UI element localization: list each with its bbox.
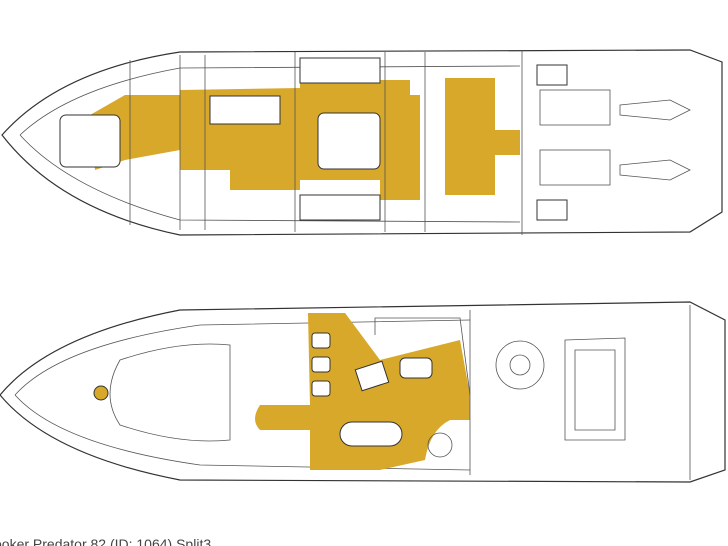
master-berth [317,112,381,170]
spiral-stair [427,432,453,458]
helm-seat-1 [311,332,331,349]
foredeck-sunpad [109,343,231,442]
deck-hatch [93,385,109,401]
lower-hull-outline [1,49,723,236]
saloon-area [255,313,470,470]
lower-deck-plan [1,49,723,236]
image-caption: ooker Predator 82 (ID: 1064) Split3 [0,536,212,546]
forward-berth [59,114,121,168]
main-hull-outline [0,301,726,483]
saloon-table [399,357,433,379]
helm-seat-3 [311,380,331,397]
engine-room-hatch-2 [536,199,568,221]
lower-deck-accommodation-area [90,80,420,200]
cabin-top [299,57,381,84]
sofa [374,317,471,396]
cabin-bottom [299,194,381,221]
dining-table [339,421,403,447]
coffee-table [354,360,390,392]
aft-sunpad [564,337,626,441]
helm-seat-2 [311,356,331,373]
starboard-engine [539,149,611,186]
lower-deck-aft-area [445,78,520,195]
main-deck-plan [0,301,726,483]
cockpit-round-seat [495,340,545,390]
engine-room-hatch [536,64,568,86]
guest-cabin [209,95,281,125]
port-engine [539,89,611,126]
